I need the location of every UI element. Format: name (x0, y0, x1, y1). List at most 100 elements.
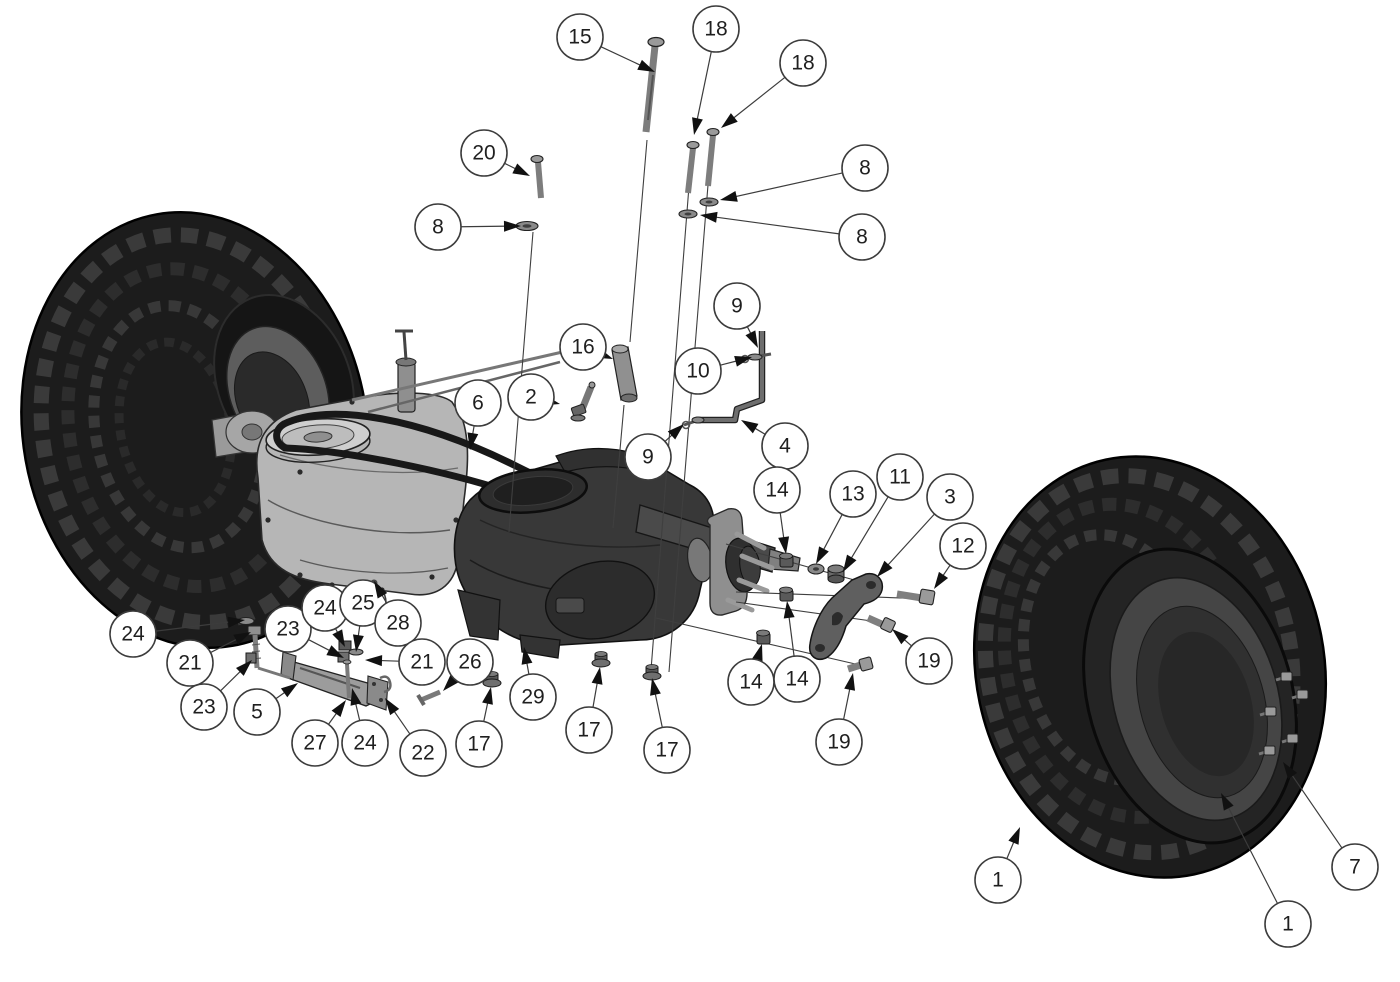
callout-number: 14 (785, 668, 809, 691)
nut-24 (338, 640, 352, 651)
callout-27: 27 (291, 700, 346, 767)
callout-number: 1 (992, 869, 1004, 892)
callout-number: 25 (351, 592, 374, 615)
callout-balloon (180, 683, 228, 731)
callout-balloon (773, 655, 821, 703)
callout-balloon (1264, 900, 1312, 948)
spacer-16 (611, 344, 638, 403)
callout-number: 13 (841, 483, 864, 506)
callout-number: 24 (121, 623, 145, 646)
callout-number: 21 (178, 652, 201, 675)
leader-arrowhead (352, 634, 364, 652)
callout-balloon (905, 637, 953, 685)
callout-balloon (446, 638, 494, 686)
callout-number: 29 (521, 686, 544, 709)
bolt-15 (642, 36, 665, 133)
leader-arrowhead (741, 420, 759, 434)
callout-24: 24 (109, 610, 245, 658)
callout-9: 9 (713, 282, 761, 348)
callout-17: 17 (565, 667, 613, 754)
washer-8-lower (678, 209, 698, 219)
leader-arrowhead (934, 571, 949, 589)
leader-line (155, 620, 238, 632)
leader-arrowhead (331, 700, 346, 718)
callout-number: 18 (704, 18, 727, 41)
callout-balloon (166, 639, 214, 687)
bolt-20 (530, 154, 544, 199)
callout-2: 2 (507, 373, 560, 421)
callout-balloon (674, 347, 722, 395)
callout-balloon (509, 673, 557, 721)
leader-arrowhead (721, 113, 738, 128)
leader-arrowhead (467, 432, 479, 450)
control-rod (351, 346, 581, 402)
leader-arrowhead (482, 687, 493, 705)
callout-number: 19 (827, 731, 850, 754)
callout-17: 17 (643, 678, 691, 774)
callout-15: 15 (556, 13, 655, 72)
brake-assembly (544, 560, 656, 640)
nut-14-bottom (756, 629, 771, 645)
callout-number: 10 (686, 360, 709, 383)
leader-arrowhead (650, 678, 661, 696)
leader-arrowhead (503, 220, 521, 232)
callout-10: 10 (674, 347, 752, 395)
pin-27 (342, 659, 352, 699)
flange-nut-17-right (642, 664, 662, 681)
callout-balloon (876, 453, 924, 501)
callout-balloon (399, 729, 447, 777)
callout-12: 12 (934, 522, 987, 589)
leader-arrowhead (1283, 762, 1298, 780)
leader-line (727, 172, 843, 199)
callout-number: 6 (472, 392, 484, 415)
callout-balloon (829, 470, 877, 518)
callout-balloon (507, 373, 555, 421)
callout-3: 3 (877, 473, 974, 577)
callout-14: 14 (753, 466, 801, 554)
leader-arrowhead (1008, 827, 1020, 845)
flange-nut-17-middle (591, 651, 611, 668)
leader-arrowhead (374, 581, 388, 599)
leader-arrowhead (233, 632, 251, 645)
callout-balloon (838, 213, 886, 261)
callout-29: 29 (509, 647, 557, 721)
callout-number: 24 (353, 732, 377, 755)
left-rear-wheel (20, 211, 370, 649)
leader-arrowhead (667, 424, 684, 440)
callout-1: 1 (1221, 793, 1312, 948)
callout-8: 8 (720, 144, 889, 202)
callout-8: 8 (700, 211, 886, 261)
callout-number: 23 (192, 696, 215, 719)
callout-balloon (779, 39, 827, 87)
callout-18: 18 (692, 5, 740, 135)
callout-23: 23 (264, 605, 344, 658)
callout-balloon (341, 719, 389, 767)
callout-number: 26 (458, 651, 481, 674)
callout-balloon (753, 466, 801, 514)
callout-balloon (454, 379, 502, 427)
leader-line (1224, 799, 1279, 904)
leader-line (726, 76, 786, 124)
callout-8: 8 (414, 203, 521, 251)
callout-balloon (109, 610, 157, 658)
callout-1: 1 (974, 827, 1022, 904)
callout-balloon (233, 688, 281, 736)
leader-arrowhead (350, 688, 362, 706)
callout-balloon (556, 13, 604, 61)
callout-number: 19 (917, 650, 940, 673)
right-transaxle (453, 447, 801, 659)
callout-balloon (374, 599, 422, 647)
callout-balloon (926, 473, 974, 521)
leader-arrowhead (512, 163, 530, 176)
callout-14: 14 (727, 644, 775, 706)
callout-13: 13 (816, 470, 877, 564)
callout-22: 22 (385, 698, 447, 777)
callout-number: 1 (1282, 913, 1294, 936)
callout-21: 21 (365, 638, 446, 686)
callout-number: 14 (765, 479, 789, 502)
callout-9: 9 (624, 424, 684, 481)
callout-balloon (264, 605, 312, 653)
callout-6: 6 (454, 379, 502, 450)
callout-number: 21 (410, 651, 433, 674)
bolt-21 (247, 625, 262, 669)
